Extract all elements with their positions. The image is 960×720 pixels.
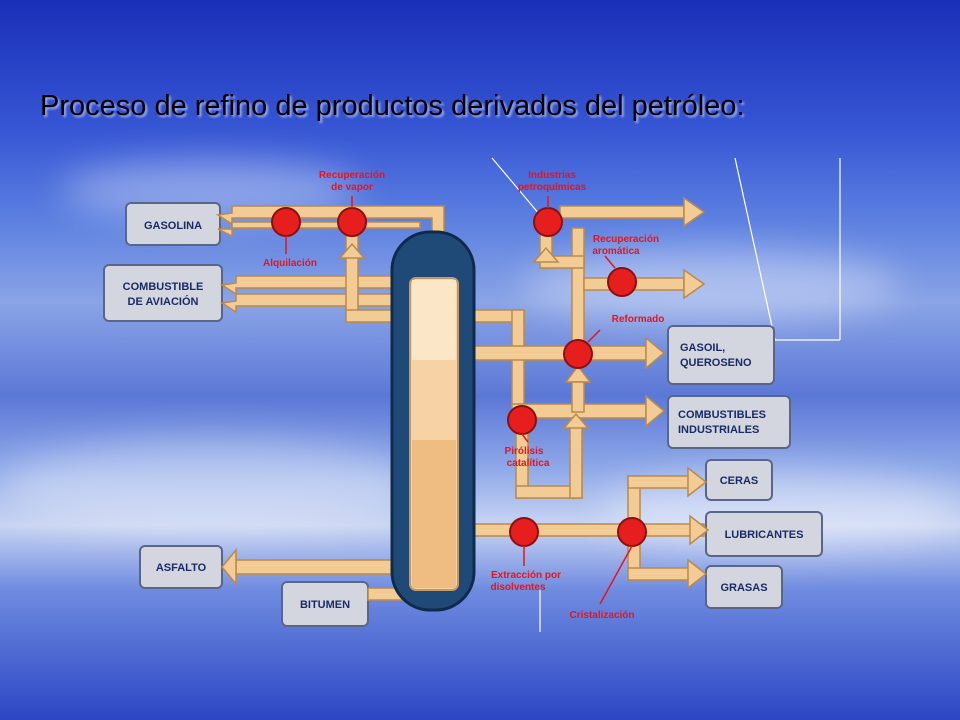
label-industrias-2: petroquímicas [518, 182, 587, 193]
node-recuperacion-vapor [337, 207, 367, 237]
node-cristalizacion [617, 517, 647, 547]
box-gasolina-label: GASOLINA [144, 220, 202, 232]
slide-title: Proceso de refino de productos derivados… [40, 90, 745, 122]
box-asfalto: ASFALTO [139, 545, 223, 589]
node-recuperacion-aromatica [607, 267, 637, 297]
box-gasoil-label-1: GASOIL, [680, 342, 725, 354]
box-bitumen: BITUMEN [281, 581, 369, 627]
label-recuperacion-vapor-1: Recuperación [319, 170, 385, 181]
label-recuperacion-vapor-2: de vapor [331, 182, 373, 193]
label-recuperacion-aromatica-2: aromática [592, 246, 640, 257]
node-industrias-petroquimicas [533, 207, 563, 237]
box-asfalto-label: ASFALTO [156, 562, 207, 574]
box-combustibles-industriales-label-2: INDUSTRIALES [678, 424, 759, 436]
box-ceras-label: CERAS [720, 475, 759, 487]
box-lubricantes: LUBRICANTES [705, 511, 823, 557]
box-combustibles-industriales-label-1: COMBUSTIBLES [678, 409, 766, 421]
label-alquilacion: Alquilación [263, 258, 317, 269]
box-gasoil-label-2: QUEROSENO [680, 357, 752, 369]
box-combustible-aviacion-label-1: COMBUSTIBLE [123, 281, 204, 293]
label-leaders [285, 196, 633, 605]
label-reformado: Reformado [612, 314, 665, 325]
guide-lines [491, 157, 841, 632]
box-lubricantes-label: LUBRICANTES [725, 529, 804, 541]
label-extraccion-2: disolventes [490, 582, 545, 593]
label-cristalizacion: Cristalización [569, 610, 634, 621]
box-grasas: GRASAS [705, 565, 783, 609]
box-combustibles-industriales: COMBUSTIBLES INDUSTRIALES [667, 395, 791, 449]
background-cloud [0, 440, 420, 530]
node-pirolisis [507, 405, 537, 435]
distillation-column [390, 230, 476, 612]
node-reformado [563, 339, 593, 369]
box-bitumen-label: BITUMEN [300, 599, 350, 611]
label-pirolisis-2: catalítica [507, 458, 550, 469]
box-ceras: CERAS [705, 459, 773, 501]
label-pirolisis-1: Pirólisis [505, 446, 544, 457]
label-extraccion-1: Extracción por [491, 570, 561, 581]
label-industrias-1: Industrias [528, 170, 576, 181]
node-extraccion [509, 517, 539, 547]
box-combustible-aviacion: COMBUSTIBLE DE AVIACIÓN [103, 264, 223, 322]
process-labels: Recuperación de vapor Alquilación Indust… [263, 170, 664, 621]
box-grasas-label: GRASAS [720, 582, 767, 594]
box-gasoil: GASOIL, QUEROSENO [667, 325, 775, 385]
node-alquilacion [271, 207, 301, 237]
label-recuperacion-aromatica-1: Recuperación [593, 234, 659, 245]
box-combustible-aviacion-label-2: DE AVIACIÓN [128, 295, 199, 308]
process-nodes [271, 207, 647, 547]
pipes [215, 196, 710, 601]
box-gasolina: GASOLINA [125, 202, 221, 246]
